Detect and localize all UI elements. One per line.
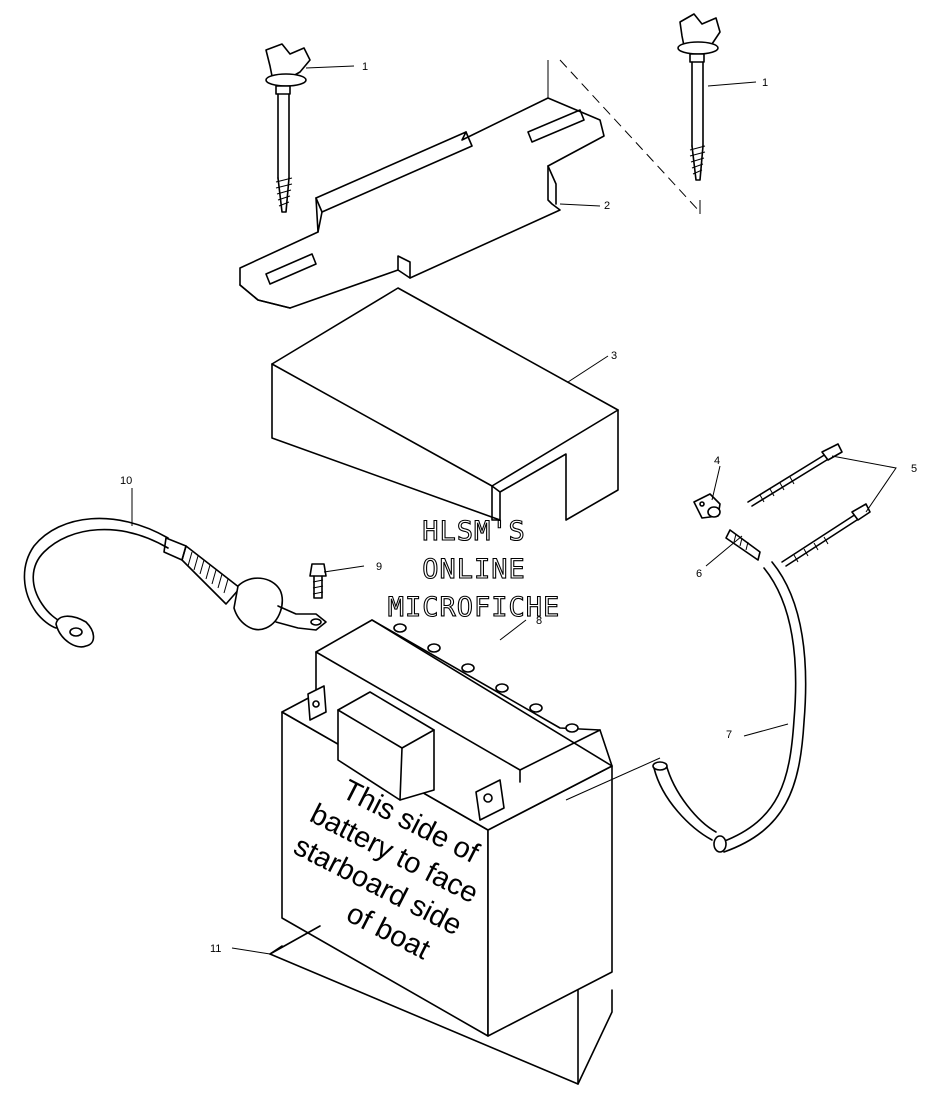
- watermark: HLSM'S ONLINE MICROFICHE: [387, 515, 561, 623]
- callout-8: 8: [536, 615, 542, 627]
- battery-cell-caps: [393, 623, 579, 733]
- vent-fitting-6: [725, 529, 761, 561]
- vent-bracket-4: [693, 493, 721, 519]
- watermark-line2: ONLINE: [422, 554, 526, 585]
- callout-labels: 1 1 2 3 4 5 6 7 8 9 10 11: [120, 61, 917, 955]
- callout-1b: 1: [762, 77, 768, 89]
- wing-bolt-left: [265, 43, 311, 213]
- alignment-dashed-line: [559, 59, 701, 213]
- callout-6: 6: [696, 568, 702, 580]
- callout-3: 3: [611, 350, 617, 362]
- battery-8: [269, 619, 613, 1085]
- mounting-screw-5a: [747, 443, 843, 507]
- callout-7: 7: [726, 729, 732, 741]
- watermark-line3: MICROFICHE: [388, 592, 561, 623]
- callout-11: 11: [210, 943, 221, 955]
- leader-lines: [131, 65, 897, 955]
- callout-1a: 1: [362, 61, 368, 73]
- callout-9: 9: [376, 561, 382, 573]
- wing-bolt-right: [677, 13, 721, 181]
- mounting-screw-5b: [781, 503, 871, 567]
- callout-5: 5: [911, 463, 917, 475]
- watermark-line1: HLSM'S: [422, 516, 526, 547]
- callout-2: 2: [604, 200, 610, 212]
- vent-tube-7: [652, 561, 807, 853]
- callout-4: 4: [714, 455, 720, 467]
- hold-down-bracket: [239, 60, 605, 309]
- terminal-screw-9: [309, 563, 327, 599]
- battery-cover: [271, 287, 619, 521]
- battery-cable-10: [23, 517, 327, 648]
- callout-10: 10: [120, 475, 132, 487]
